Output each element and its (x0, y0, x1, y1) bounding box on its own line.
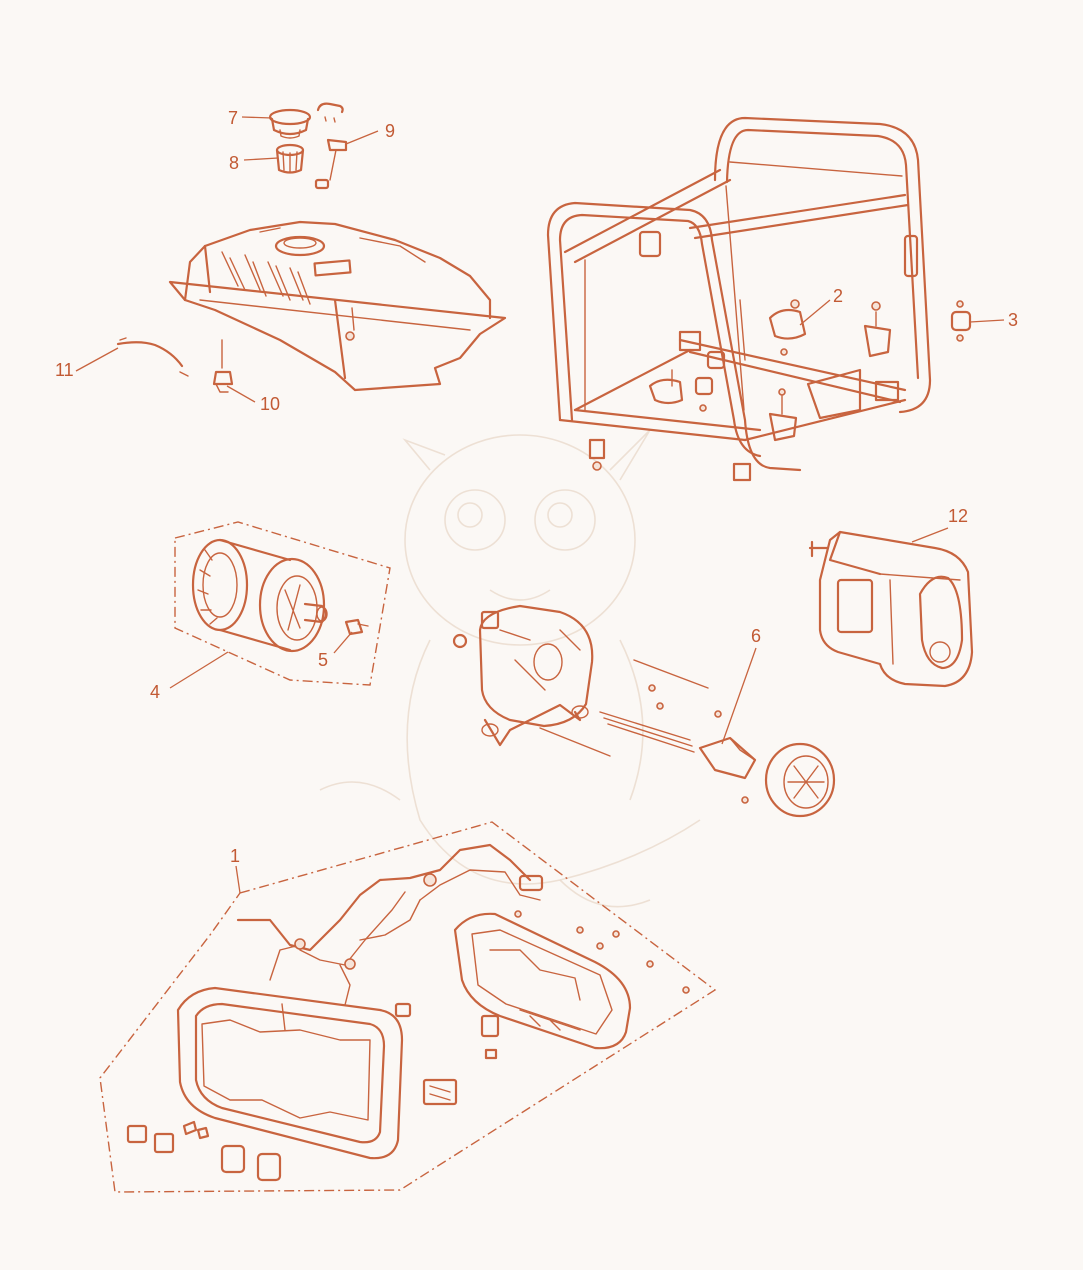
watermark (319, 429, 701, 908)
callout-9: 9 (385, 121, 395, 141)
fuel-tank (168, 220, 507, 392)
fuel-valve (212, 339, 234, 393)
callout-5: 5 (318, 650, 328, 670)
callout-1: 1 (230, 846, 240, 866)
callout-6: 6 (751, 626, 761, 646)
rear-cover (764, 742, 836, 818)
control-panel-assembly (99, 821, 717, 1193)
callout-7: 7 (228, 108, 238, 128)
callout-leaders (75, 116, 1005, 894)
callout-2: 2 (833, 286, 843, 306)
fuel-cap (268, 108, 312, 139)
regulator (698, 736, 757, 804)
frame (546, 116, 932, 482)
callout-10: 10 (260, 394, 280, 414)
callout-8: 8 (229, 153, 239, 173)
callout-4: 4 (150, 682, 160, 702)
fuel-gauge (314, 102, 348, 190)
generator-end-cover (452, 604, 722, 757)
fuel-filter (275, 143, 305, 174)
callout-12: 12 (948, 506, 968, 526)
fuel-hose (116, 337, 189, 377)
callout-labels: 7 8 9 11 10 2 3 12 4 5 6 1 (55, 108, 1018, 866)
callout-3: 3 (1008, 310, 1018, 330)
callout-11: 11 (55, 360, 74, 380)
air-cleaner-cover (808, 530, 974, 688)
frame-foot (950, 300, 972, 342)
vibration-mounts (648, 299, 892, 442)
stator-rotor-assembly (174, 521, 391, 686)
